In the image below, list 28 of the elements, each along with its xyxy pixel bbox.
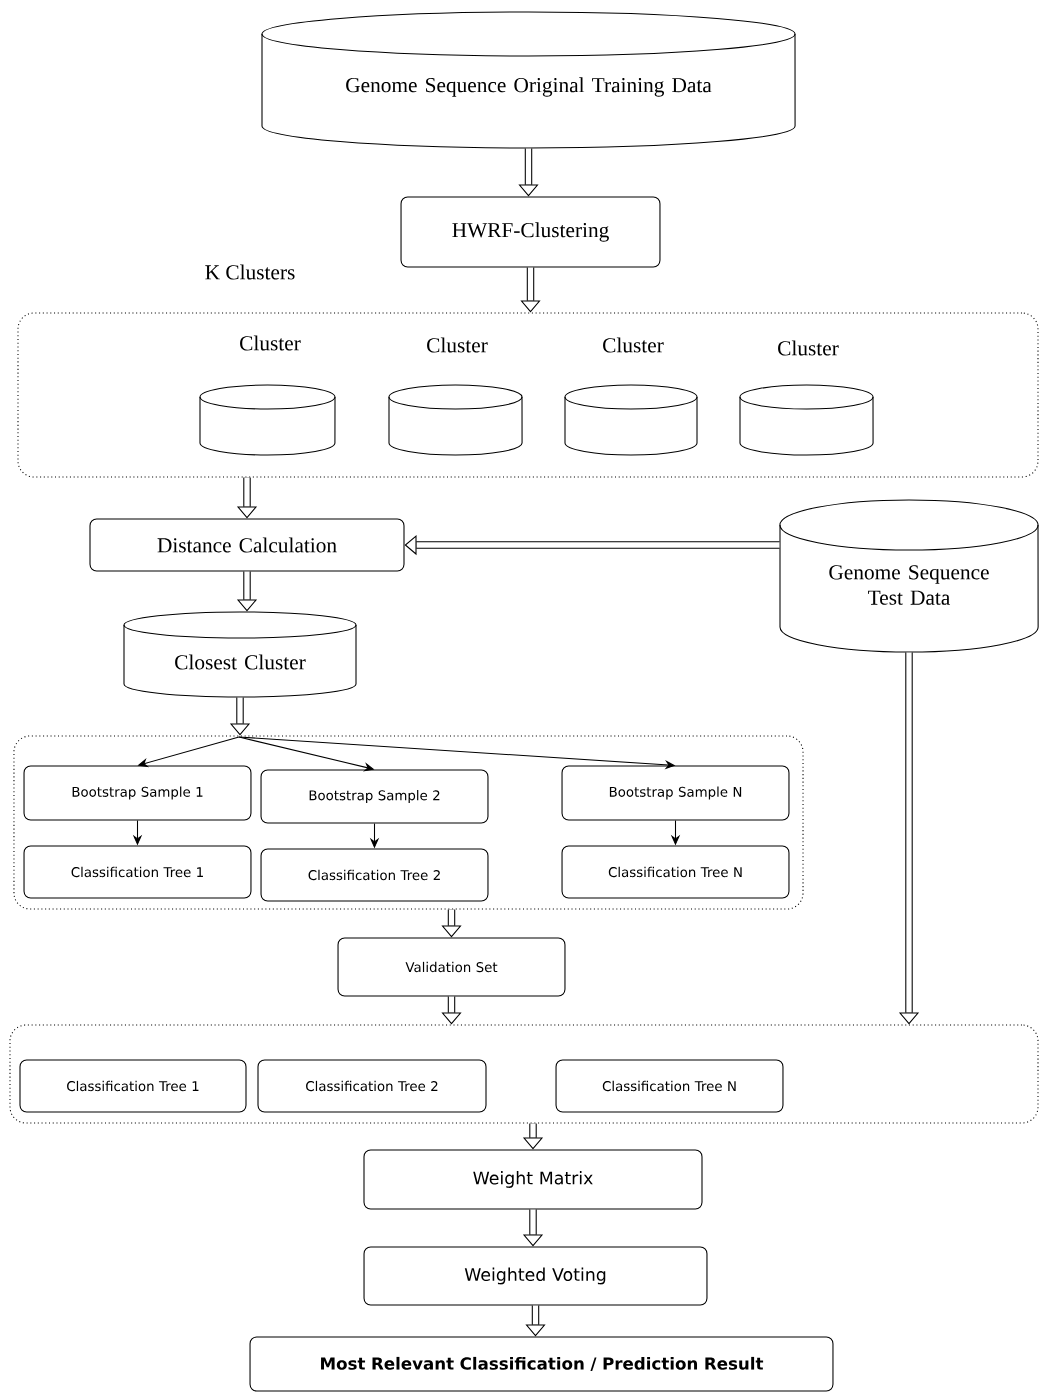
process-box: Classification Tree 2 — [260, 848, 489, 902]
process-box: Bootstrap Sample 1 — [23, 765, 252, 821]
process-box: Bootstrap Sample N — [561, 765, 790, 821]
database-cylinder: Genome Sequence Test Data — [779, 499, 1039, 653]
cylinder-label: Cluster — [778, 340, 839, 356]
group-frame — [9, 1024, 1039, 1124]
process-box: Classification Tree 1 — [19, 1059, 247, 1113]
process-box: Bootstrap Sample 2 — [260, 769, 489, 824]
process-box: Weight Matrix — [363, 1149, 703, 1210]
process-box: Distance Calculation — [89, 518, 405, 572]
process-box: Validation Set — [337, 937, 566, 997]
process-box: Classification Tree 2 — [257, 1059, 487, 1113]
node-label: Genome Sequence Test Data — [829, 565, 989, 605]
database-cylinder: Closest Cluster — [123, 611, 357, 698]
process-box: Weighted Voting — [363, 1246, 708, 1306]
process-box: Classification Tree N — [561, 845, 790, 899]
database-cylinder: Genome Sequence Original Training Data — [261, 11, 796, 149]
process-box: Most Relevant Classification / Prediction Result — [249, 1336, 834, 1392]
cylinder-label: Cluster — [427, 337, 488, 353]
process-box: HWRF-Clustering — [400, 196, 661, 268]
node-label: Genome Sequence Original Training Data — [346, 77, 712, 97]
group-frame — [13, 735, 804, 910]
node-label: Closest Cluster — [175, 654, 306, 670]
group-heading: K Clusters — [205, 264, 295, 280]
cylinder-label: Cluster — [603, 337, 664, 353]
process-box: Classification Tree N — [555, 1059, 784, 1113]
process-box: Classification Tree 1 — [23, 845, 252, 899]
cylinder-label: Cluster — [240, 335, 301, 351]
